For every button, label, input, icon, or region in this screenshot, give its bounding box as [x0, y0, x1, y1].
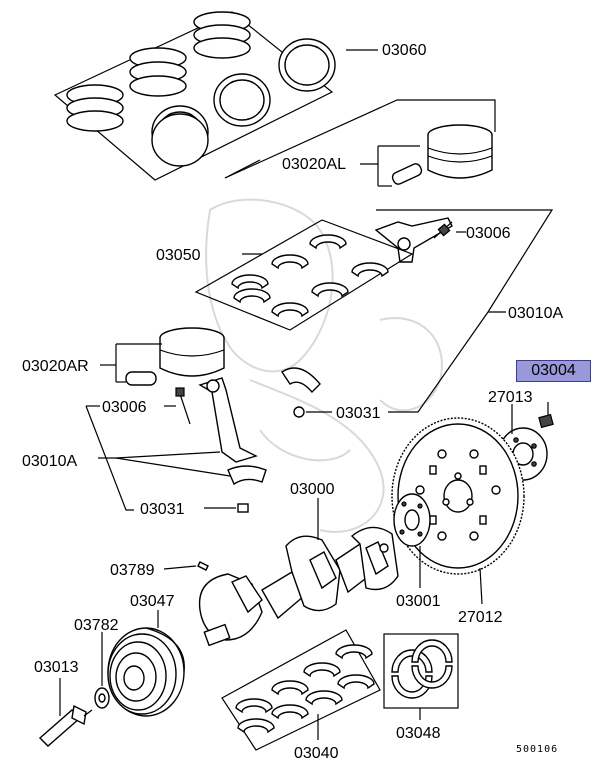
- ring-set-3: [193, 11, 251, 59]
- ring-set-2: [129, 47, 187, 97]
- flywheel-ring-group[interactable]: 03001: [393, 493, 441, 610]
- label-main-bearings: 03050: [156, 247, 201, 264]
- label-flex-plate: 27012: [458, 609, 503, 626]
- label-rod-bearings: 03040: [294, 745, 339, 762]
- label-conrod-assembly-lower: 03010A: [22, 453, 77, 470]
- key-group[interactable]: 03789: [110, 561, 209, 579]
- label-piston-rings: 03060: [382, 42, 427, 59]
- label-flex-plate-adapter: 27013: [488, 389, 533, 406]
- label-damper-pulley: 03047: [130, 593, 175, 610]
- crank-bolt-group[interactable]: 03013: [34, 659, 93, 747]
- label-conrod-nut-lower: 03031: [140, 501, 185, 518]
- label-thrust-washers: 03048: [396, 725, 441, 742]
- label-piston-right: 03020AR: [22, 358, 89, 375]
- crank-bolt-washer-group[interactable]: 03782: [74, 617, 119, 709]
- conrod-bolt-upper: [433, 221, 453, 239]
- conrod-nut-lower: [237, 503, 249, 513]
- label-key: 03789: [110, 562, 155, 579]
- label-crank-bolt: 03013: [34, 659, 79, 676]
- bearing-shells: [231, 234, 389, 318]
- conrod-lower-group[interactable]: 03006 03010A 03031: [22, 377, 267, 518]
- rod-bearing-shells: [235, 644, 375, 734]
- crank-bolt: [38, 704, 93, 747]
- conrod-upper-group[interactable]: 03006 03010A: [374, 209, 563, 413]
- label-conrod-bolt-upper: 03006: [466, 225, 511, 242]
- piston-left: [427, 124, 493, 179]
- label-highlighted-bolt[interactable]: 03004: [531, 362, 576, 379]
- crankshaft-group[interactable]: 03000: [198, 481, 399, 647]
- thrust-washers-group[interactable]: 03048: [383, 633, 459, 742]
- highlighted-bolt: [538, 402, 554, 429]
- thrust-washers: [391, 639, 453, 699]
- conrod-lower: [198, 377, 258, 463]
- damper-pulley-group[interactable]: 03047: [107, 593, 185, 717]
- piston-rings-group[interactable]: 03060: [53, 11, 427, 181]
- piston-left-group[interactable]: 03020AL: [224, 99, 496, 187]
- label-conrod-bolt-lower: 03006: [102, 399, 147, 416]
- rod-bearings-group[interactable]: 03040: [221, 629, 381, 762]
- piston-right: [159, 327, 225, 377]
- ring-set-1: [66, 84, 124, 132]
- diagram-number: 500106: [516, 744, 558, 755]
- highlighted-part-box[interactable]: [516, 360, 591, 382]
- main-bearings-group[interactable]: 03050: [156, 219, 414, 331]
- label-flywheel-ring: 03001: [396, 593, 441, 610]
- label-crank-bolt-washer: 03782: [74, 617, 119, 634]
- conrod-nut-upper-group[interactable]: 03031: [281, 367, 406, 422]
- ring-stack-2: [213, 73, 271, 127]
- damper-pulley: [107, 627, 185, 717]
- ring-stack-1: [151, 105, 209, 167]
- piston-pin-left: [391, 163, 423, 185]
- ring-stack-3: [278, 38, 336, 92]
- crankshaft: [198, 526, 399, 647]
- conrod-cap-lower: [227, 465, 267, 486]
- piston-right-group[interactable]: 03020AR: [22, 327, 225, 386]
- conrod-bolt-lower: [175, 387, 191, 425]
- label-crankshaft: 03000: [290, 481, 335, 498]
- label-piston-left: 03020AL: [282, 156, 346, 173]
- piston-pin-right: [125, 371, 157, 386]
- label-conrod-nut-upper: 03031: [336, 405, 381, 422]
- conrod-upper: [374, 217, 453, 263]
- crank-bolt-washer: [94, 687, 110, 709]
- label-conrod-assembly-upper: 03010A: [508, 305, 563, 322]
- flywheel-ring: [393, 493, 431, 547]
